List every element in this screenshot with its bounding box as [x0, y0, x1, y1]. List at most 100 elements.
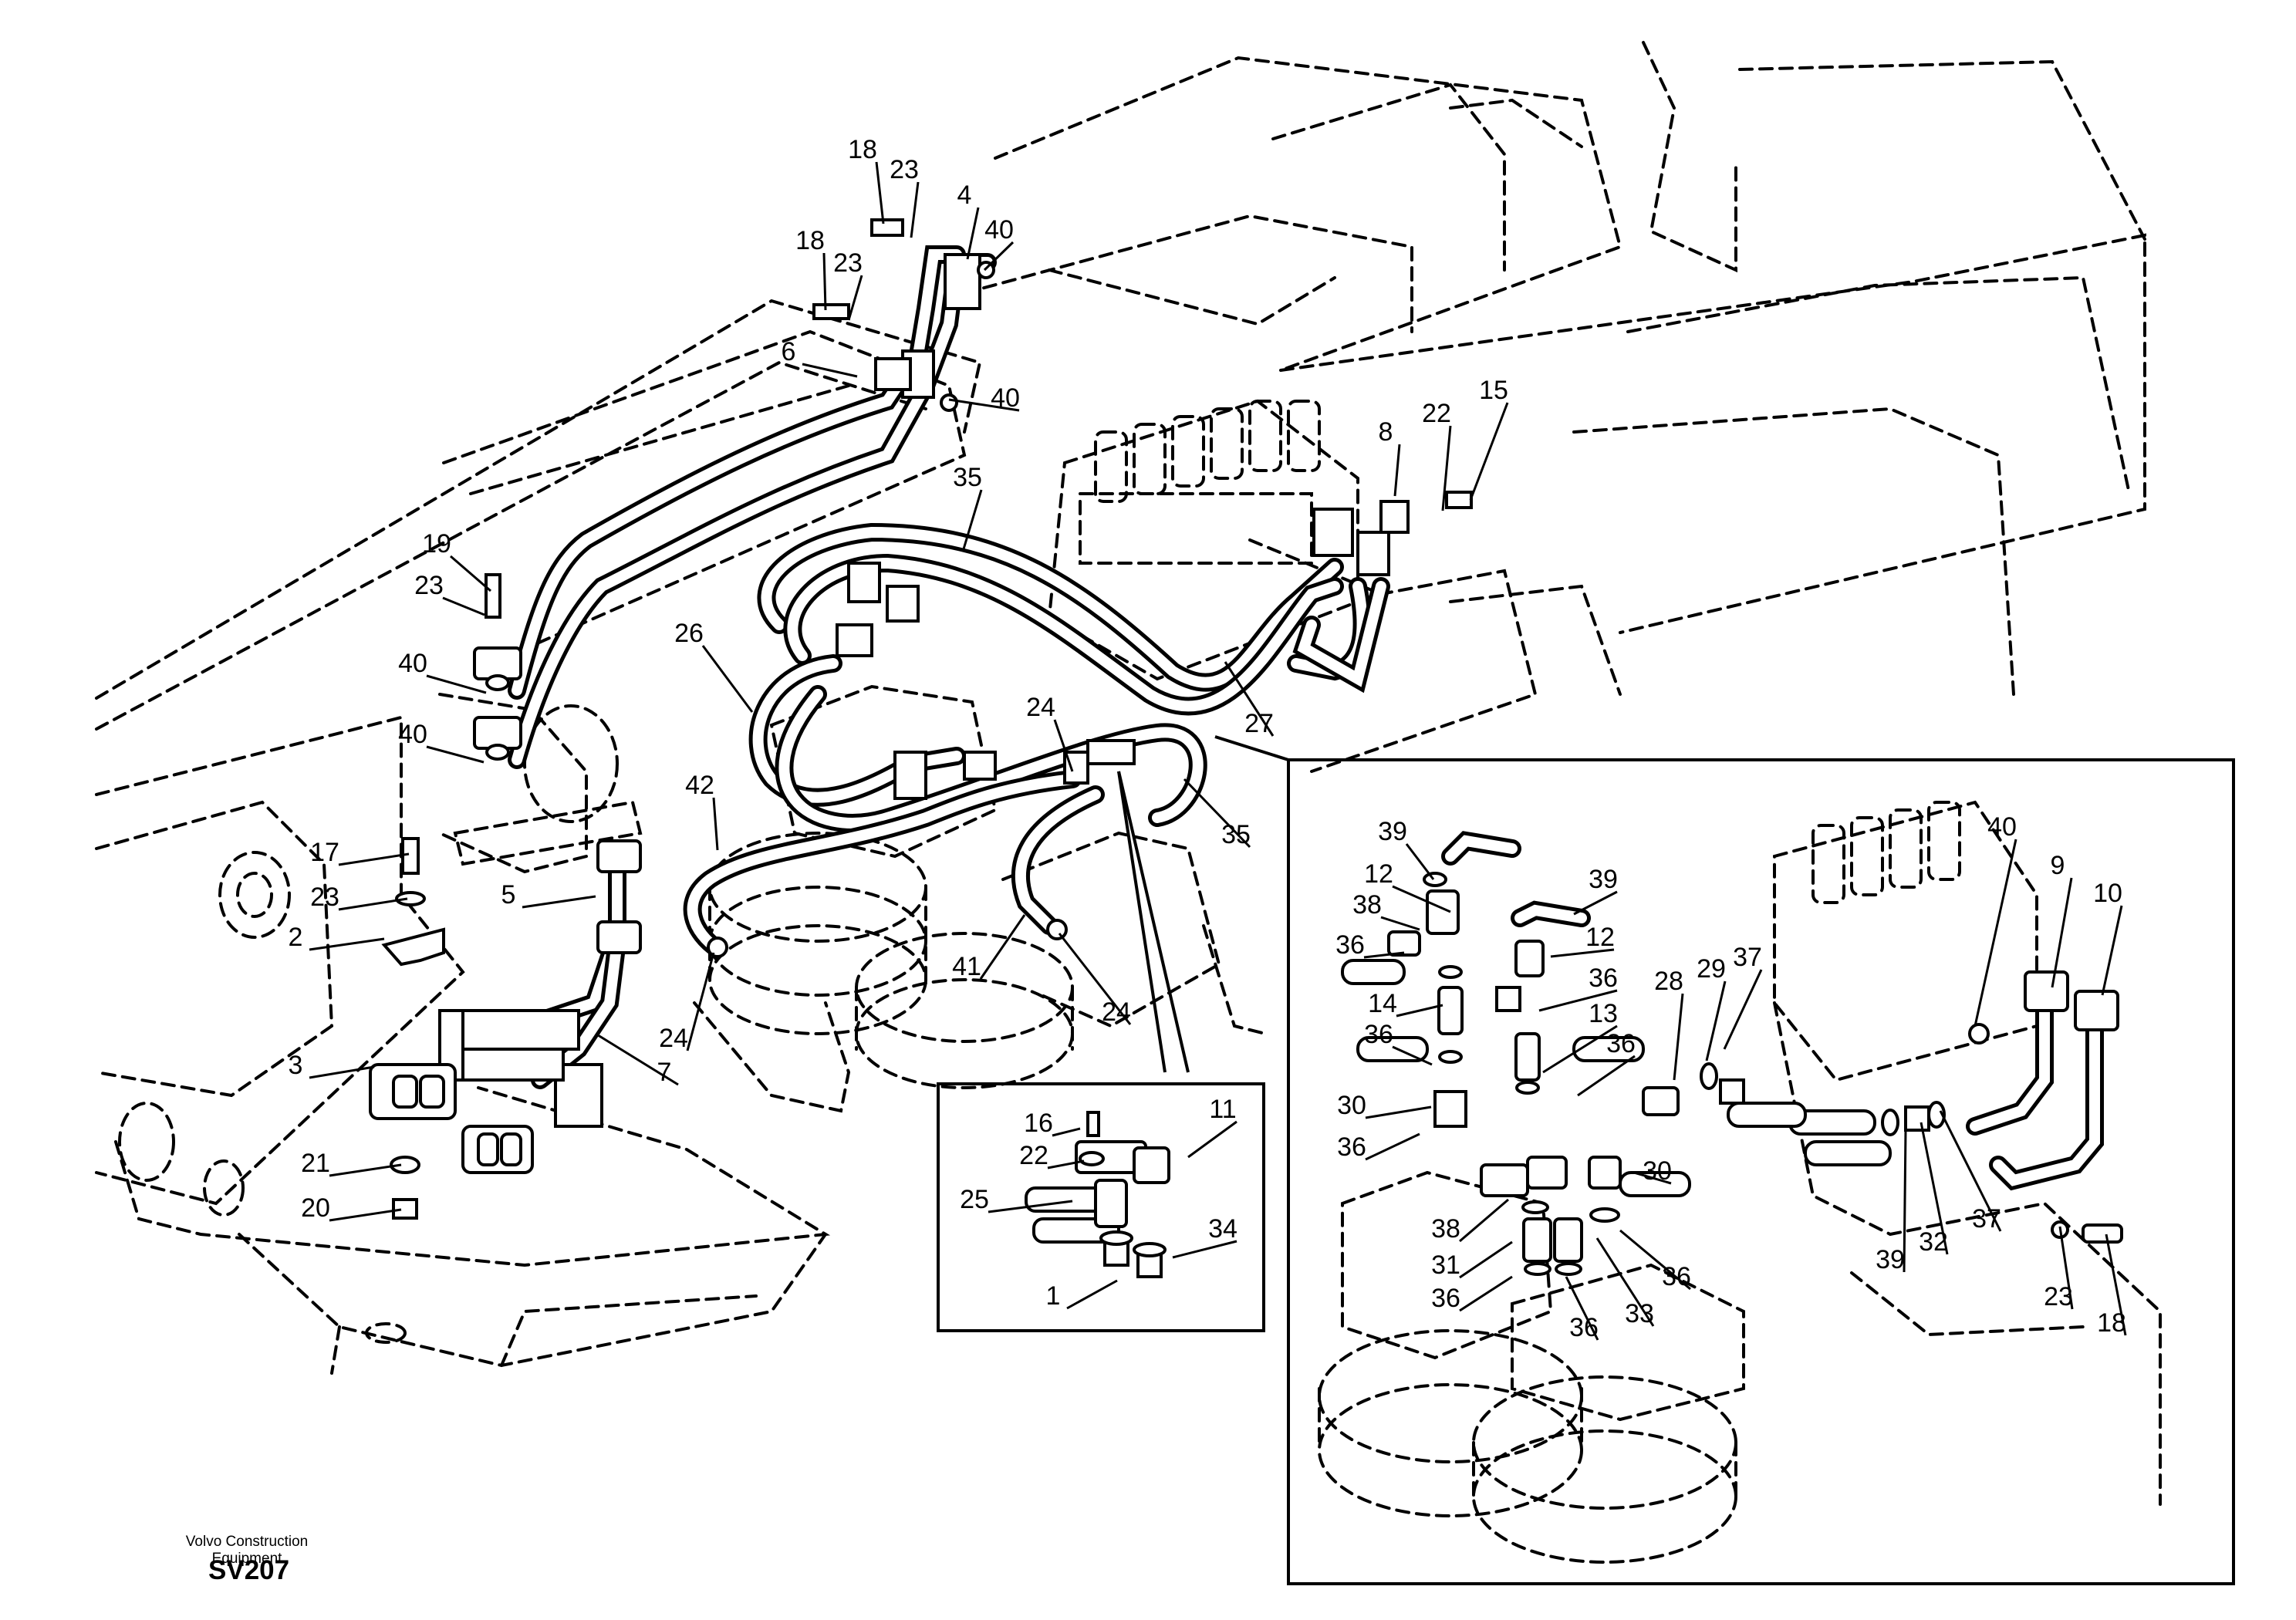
callout-c32: 32 [1919, 1227, 1948, 1257]
callout-c4: 4 [957, 181, 972, 210]
callout-labels: 1823440182340635822151923404026242735421… [289, 135, 2126, 1342]
leader-line-c22b [1047, 1159, 1085, 1169]
callout-c39b: 39 [1589, 865, 1618, 894]
leader-line-c30b [1633, 1171, 1672, 1185]
leader-line-c6 [802, 363, 858, 378]
callout-c9: 9 [2051, 851, 2065, 880]
tube-6-flanges [473, 218, 995, 761]
callout-c37b: 37 [1972, 1204, 2001, 1234]
callout-c42: 42 [685, 771, 714, 800]
callout-c23e: 23 [2044, 1282, 2073, 1311]
leader-line-c11 [1187, 1120, 1237, 1159]
callout-c34: 34 [1208, 1214, 1237, 1244]
callout-c36a: 36 [1335, 930, 1365, 960]
callout-c24c: 24 [659, 1024, 688, 1053]
leader-line-c39a [1405, 843, 1435, 880]
brand-line-1: Volvo Construction [185, 1534, 309, 1550]
leader-line-c24a [1053, 719, 1074, 772]
callout-c8: 8 [1379, 417, 1393, 447]
leader-line-c25 [988, 1200, 1073, 1213]
leader-line-c23a [910, 181, 920, 238]
callout-c6: 6 [782, 337, 796, 366]
callout-c7: 7 [657, 1058, 672, 1087]
callout-c38b: 38 [1431, 1214, 1460, 1244]
leader-line-c28 [1673, 993, 1684, 1081]
callout-c40c: 40 [398, 649, 427, 678]
callout-c30a: 30 [1337, 1091, 1366, 1120]
callout-c22a: 22 [1422, 399, 1451, 428]
leader-line-c38a [1380, 916, 1420, 931]
leader-line-c40d [426, 745, 485, 764]
leader-line-c29 [1705, 980, 1727, 1061]
leader-line-c32 [1920, 1122, 1949, 1255]
leader-line-c18b [822, 252, 827, 311]
leader-line-c15 [1469, 402, 1509, 501]
detail-pointers [1117, 735, 1289, 1073]
callout-c30b: 30 [1643, 1156, 1672, 1186]
leader-line-c36d [1538, 989, 1618, 1012]
brand-block: Volvo Construction Equipment [162, 1534, 332, 1568]
leader-line-c4 [966, 207, 980, 260]
callout-c28: 28 [1654, 967, 1683, 996]
callout-c36b: 36 [1364, 1020, 1393, 1049]
callout-c18a: 18 [848, 135, 877, 164]
callout-c21: 21 [301, 1149, 330, 1178]
callout-c27: 27 [1244, 709, 1274, 738]
leader-line-c42 [712, 797, 719, 851]
callout-c25: 25 [960, 1185, 989, 1214]
callout-c37a: 37 [1733, 943, 1762, 972]
callout-c36g: 36 [1569, 1313, 1599, 1342]
swing-motor [708, 684, 1074, 1089]
leader-line-c22a [1441, 425, 1452, 511]
right-fitting [1292, 491, 1473, 694]
leader-line-c24b [1058, 933, 1132, 1025]
leader-line-c17 [338, 852, 410, 866]
leader-line-c26 [701, 645, 754, 713]
leader-line-c3 [309, 1065, 375, 1079]
leader-line-c18c [2105, 1234, 2127, 1336]
leader-line-c39b [1573, 890, 1618, 916]
callout-c14: 14 [1368, 989, 1397, 1018]
callout-c36c: 36 [1337, 1132, 1366, 1162]
leader-line-c16 [1052, 1127, 1081, 1137]
leader-line-c37a [1723, 969, 1763, 1050]
leader-line-c23e [2058, 1226, 2074, 1310]
leader-line-c40e [1974, 839, 2017, 1027]
callout-c36e: 36 [1606, 1029, 1636, 1058]
callout-c24a: 24 [1026, 693, 1055, 722]
leader-line-c36b [1392, 1045, 1433, 1066]
callout-c3: 3 [289, 1051, 303, 1080]
leader-line-c40c [426, 674, 487, 694]
leader-line-c19 [450, 555, 491, 592]
leader-line-c34 [1172, 1240, 1237, 1259]
callout-c11: 11 [1209, 1095, 1236, 1124]
callout-c15: 15 [1479, 376, 1508, 405]
swivel-block [369, 837, 603, 1220]
leader-line-c8 [1393, 444, 1401, 497]
leader-line-c36h [1619, 1229, 1691, 1291]
leader-line-c39c [1903, 1129, 1907, 1273]
leader-line-c27 [1224, 661, 1275, 737]
callout-leaders [309, 161, 2127, 1341]
callout-c23d: 23 [310, 883, 339, 912]
leader-line-c23b [847, 275, 863, 321]
leader-line-c41 [979, 914, 1026, 980]
callout-c40e: 40 [1987, 812, 2017, 842]
callout-c16: 16 [1024, 1109, 1053, 1138]
callout-c12b: 12 [1585, 923, 1615, 952]
detail-box-swing-fittings [1287, 758, 2235, 1585]
callout-c41: 41 [952, 952, 981, 981]
leader-line-c1 [1066, 1279, 1118, 1310]
hose-fittings [707, 562, 1136, 958]
hoses-main [508, 245, 1372, 958]
callout-c40b: 40 [991, 383, 1020, 413]
callout-c5: 5 [501, 880, 516, 910]
callout-c10: 10 [2093, 879, 2122, 908]
leader-line-c37b [1939, 1110, 2002, 1232]
callout-c31: 31 [1431, 1250, 1460, 1280]
callout-c13: 13 [1589, 999, 1618, 1028]
leader-line-c20 [329, 1208, 402, 1222]
callout-c18b: 18 [795, 226, 825, 255]
callout-c36d: 36 [1589, 964, 1618, 993]
leader-line-c38b [1459, 1198, 1509, 1243]
